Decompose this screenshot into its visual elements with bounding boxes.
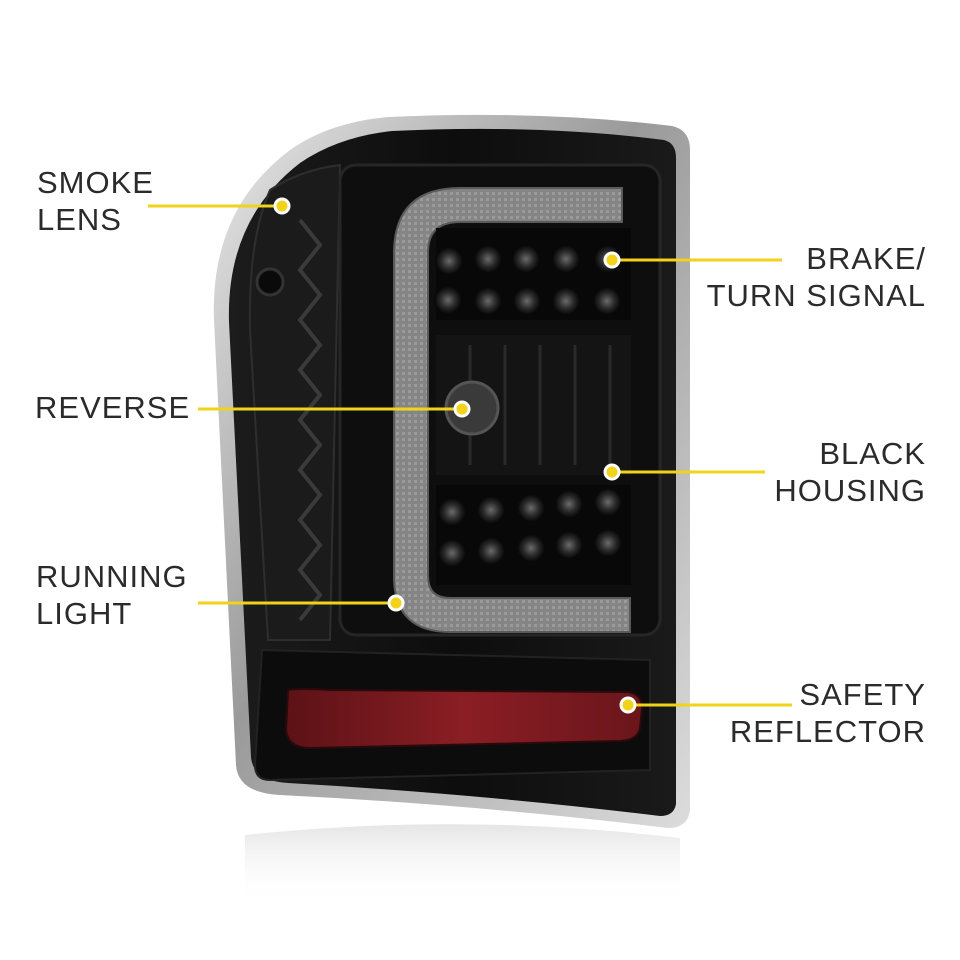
callout-dot-housing bbox=[603, 463, 621, 481]
label-reverse-line1: REVERSE bbox=[35, 390, 191, 425]
callout-dot-reverse bbox=[453, 400, 471, 418]
label-smoke-lens: SMOKE LENS bbox=[37, 164, 154, 238]
smoke-lens-panel bbox=[248, 163, 342, 641]
callout-dot-running bbox=[387, 594, 405, 612]
label-black-housing-line1: BLACK bbox=[819, 436, 926, 471]
label-smoke-lens-line1: SMOKE bbox=[37, 165, 154, 200]
label-reverse: REVERSE bbox=[35, 389, 190, 426]
label-black-housing-line2: HOUSING bbox=[774, 473, 926, 508]
zigzag-ridges bbox=[297, 218, 323, 622]
safety-reflector bbox=[284, 688, 644, 750]
running-light-bar bbox=[393, 187, 631, 633]
label-safety-reflector-line2: REFLECTOR bbox=[729, 714, 926, 749]
label-brake-turn-line2: TURN SIGNAL bbox=[706, 278, 926, 313]
callout-dot-brake bbox=[603, 251, 621, 269]
label-brake-turn: BRAKE/ TURN SIGNAL bbox=[707, 240, 926, 314]
mount-bolt bbox=[255, 267, 285, 297]
label-safety-reflector: SAFETY REFLECTOR bbox=[730, 676, 926, 750]
label-brake-turn-line1: BRAKE/ bbox=[806, 241, 926, 276]
lower-led-array bbox=[438, 488, 622, 567]
callout-dot-safety bbox=[619, 696, 637, 714]
label-running-light-line1: RUNNING bbox=[36, 559, 188, 594]
callout-dots bbox=[273, 197, 637, 714]
label-black-housing: BLACK HOUSING bbox=[774, 435, 926, 509]
floor-reflection bbox=[245, 824, 680, 905]
callout-lines bbox=[148, 204, 792, 707]
callout-dot-smoke bbox=[273, 197, 291, 215]
label-safety-reflector-line1: SAFETY bbox=[799, 677, 926, 712]
label-running-light-line2: LIGHT bbox=[36, 596, 133, 631]
label-smoke-lens-line2: LENS bbox=[37, 202, 122, 237]
label-running-light: RUNNING LIGHT bbox=[36, 558, 188, 632]
